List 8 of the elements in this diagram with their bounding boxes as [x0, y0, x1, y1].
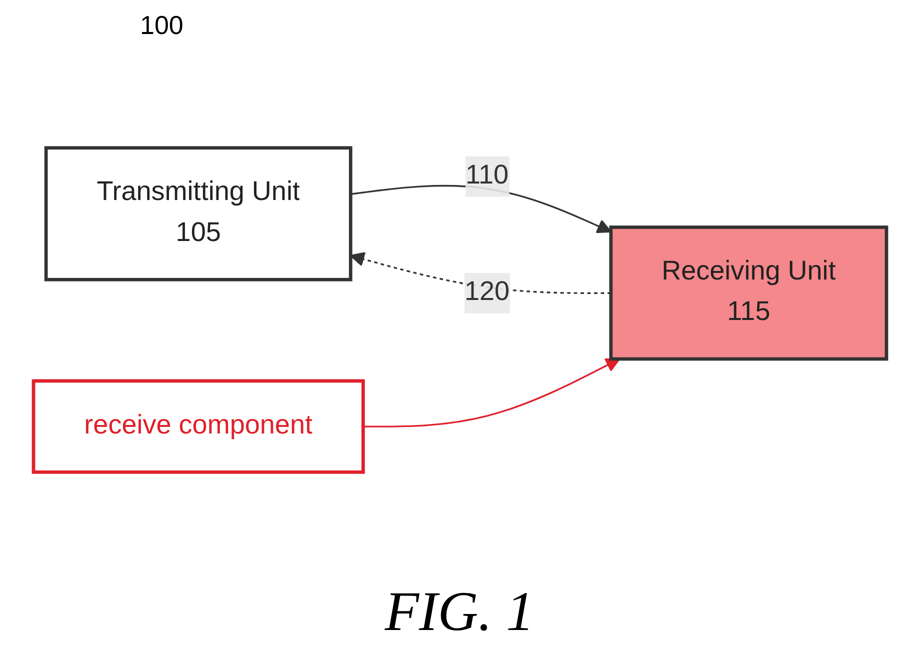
edge-label: 120: [464, 278, 510, 307]
reference-numeral: 100: [140, 10, 184, 41]
figure-caption: FIG. 1: [384, 580, 536, 644]
arrow: [363, 358, 620, 428]
node-box: receive component: [32, 379, 365, 474]
node-box: Receiving Unit 115: [609, 226, 888, 361]
edge-label: 110: [466, 161, 509, 190]
node-box: Transmitting Unit 105: [44, 146, 352, 282]
